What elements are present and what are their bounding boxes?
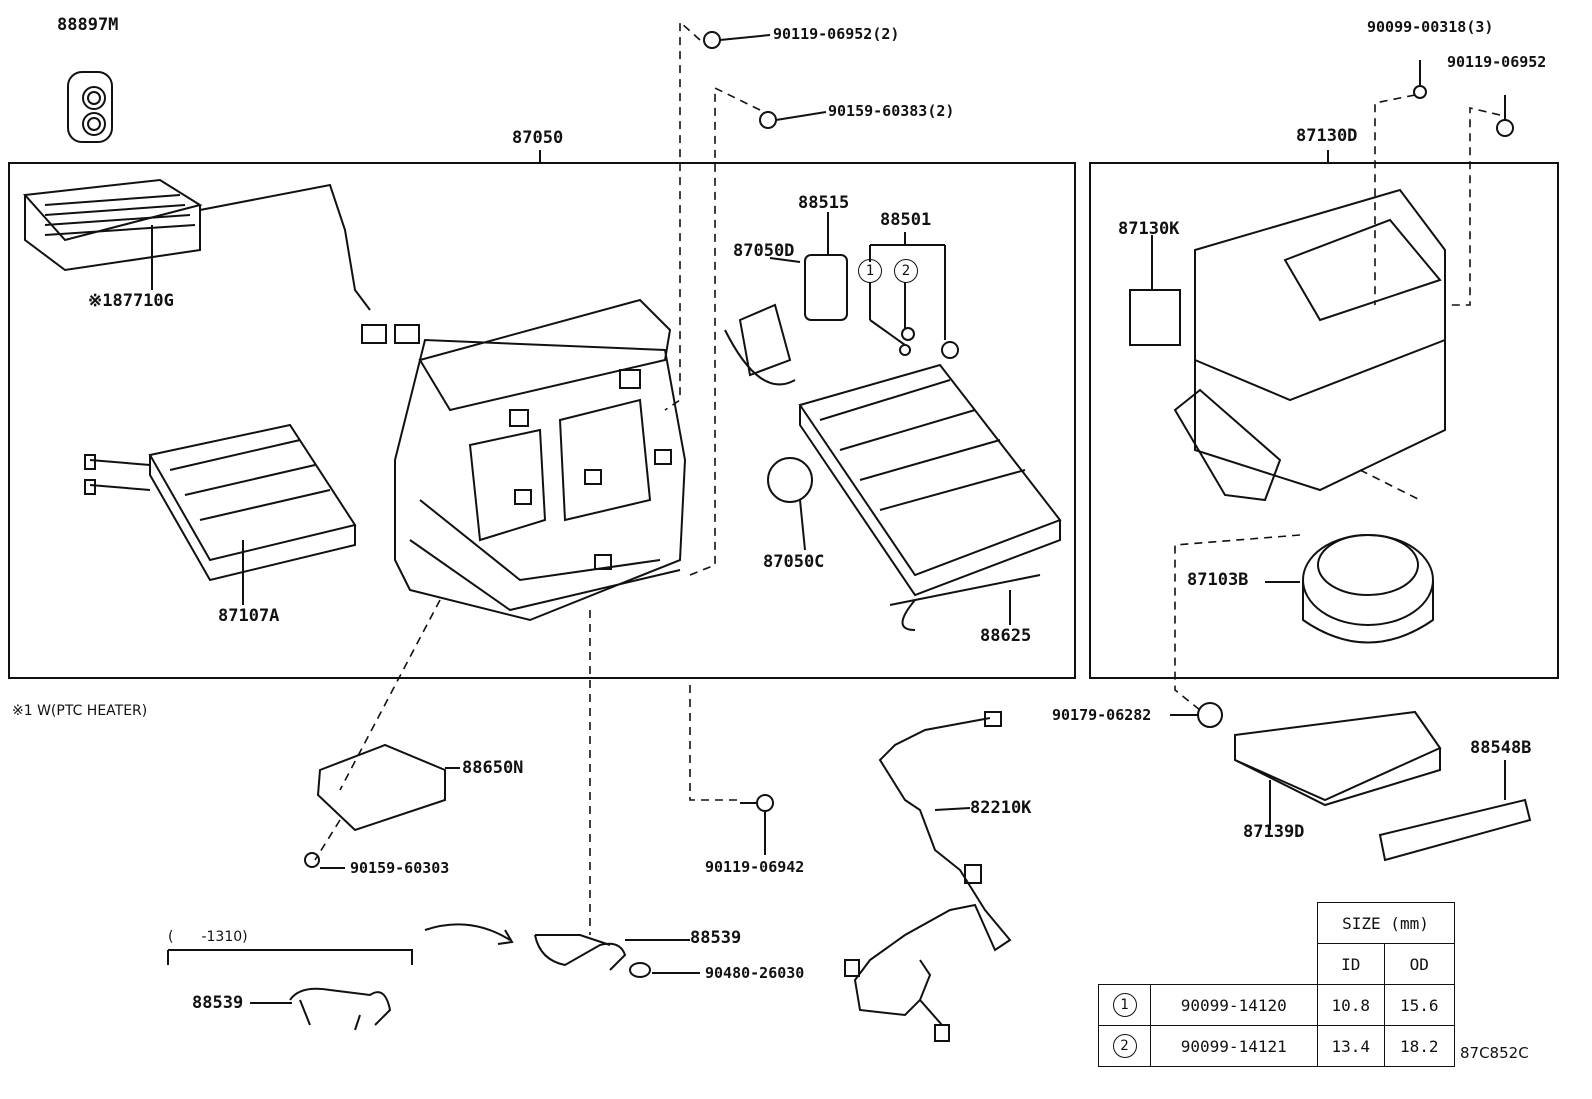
label-88650N: 88650N <box>462 758 524 778</box>
label-88625: 88625 <box>980 626 1032 646</box>
marker-circle-2: 2 <box>894 259 918 283</box>
label-90480-26030: 90480-26030 <box>705 964 805 982</box>
marker-circle-1: 1 <box>858 259 882 283</box>
row-mark: 1 <box>1112 993 1137 1017</box>
label-90179-06282: 90179-06282 <box>1052 706 1152 724</box>
label-87710G: ※187710G <box>88 291 174 311</box>
label-90159-60383-2: 90159-60383(2) <box>828 102 955 120</box>
heater-radiator-drawing <box>84 423 357 582</box>
label-90119-06942: 90119-06942 <box>705 858 805 876</box>
label-87103B: 87103B <box>1187 570 1249 590</box>
wire-harness-drawing <box>844 711 1012 1042</box>
ecu-drawing <box>316 743 460 832</box>
label-87139D: 87139D <box>1243 822 1305 842</box>
label-90119-06952-2: 90119-06952(2) <box>773 25 900 43</box>
label-88548B: 88548B <box>1470 738 1532 758</box>
table-row: 2 90099-14121 13.4 18.2 <box>1098 1025 1455 1067</box>
main-unit-frame <box>8 162 1076 679</box>
label-87130K: 87130K <box>1118 219 1180 239</box>
label-87130D: 87130D <box>1296 126 1358 146</box>
blower-unit-drawing <box>1129 188 1446 644</box>
screw-drawings <box>304 31 1514 869</box>
row-mark: 2 <box>1112 1034 1137 1058</box>
drain-hose-drawing <box>167 923 700 1031</box>
grommet-drawing <box>67 71 113 143</box>
row-od: 15.6 <box>1383 984 1455 1026</box>
col-id-header: ID <box>1316 943 1385 985</box>
row-part: 90099-14121 <box>1150 1025 1318 1067</box>
label-90159-60303: 90159-60303 <box>350 859 450 877</box>
main-hvac-unit-drawing <box>394 298 687 622</box>
size-header: SIZE (mm) <box>1316 902 1455 944</box>
row-part: 90099-14120 <box>1150 984 1318 1026</box>
ptc-heater-note: ※1 W(PTC HEATER) <box>12 703 148 719</box>
label-87050C: 87050C <box>763 552 825 572</box>
label-88539-left: 88539 <box>192 993 244 1013</box>
row-id: 13.4 <box>1316 1025 1385 1067</box>
range-note: ( -1310) <box>168 929 248 945</box>
label-90119-06952: 90119-06952 <box>1447 53 1547 71</box>
row-id: 10.8 <box>1316 984 1385 1026</box>
label-88539-right: 88539 <box>690 928 742 948</box>
label-87050: 87050 <box>512 128 564 148</box>
filter-drawing <box>1234 710 1532 862</box>
size-table: SIZE (mm) ID OD 1 90099-14120 10.8 15.6 … <box>1098 902 1455 1067</box>
label-82210K: 82210K <box>970 798 1032 818</box>
clip-drawing <box>1197 702 1223 728</box>
label-88501: 88501 <box>880 210 932 230</box>
label-87050D: 87050D <box>733 241 795 261</box>
ptc-heater-drawing <box>22 178 420 344</box>
diagram-code: 87C852C <box>1460 1044 1529 1062</box>
label-87107A: 87107A <box>218 606 280 626</box>
blower-unit-frame <box>1089 162 1559 679</box>
col-od-header: OD <box>1383 943 1455 985</box>
row-od: 18.2 <box>1383 1025 1455 1067</box>
label-88897M: 88897M <box>57 15 119 35</box>
label-88515: 88515 <box>798 193 850 213</box>
evaporator-area-drawing <box>724 212 1062 631</box>
label-90099-00318-3: 90099-00318(3) <box>1367 18 1494 36</box>
table-row: 1 90099-14120 10.8 15.6 <box>1098 984 1455 1026</box>
